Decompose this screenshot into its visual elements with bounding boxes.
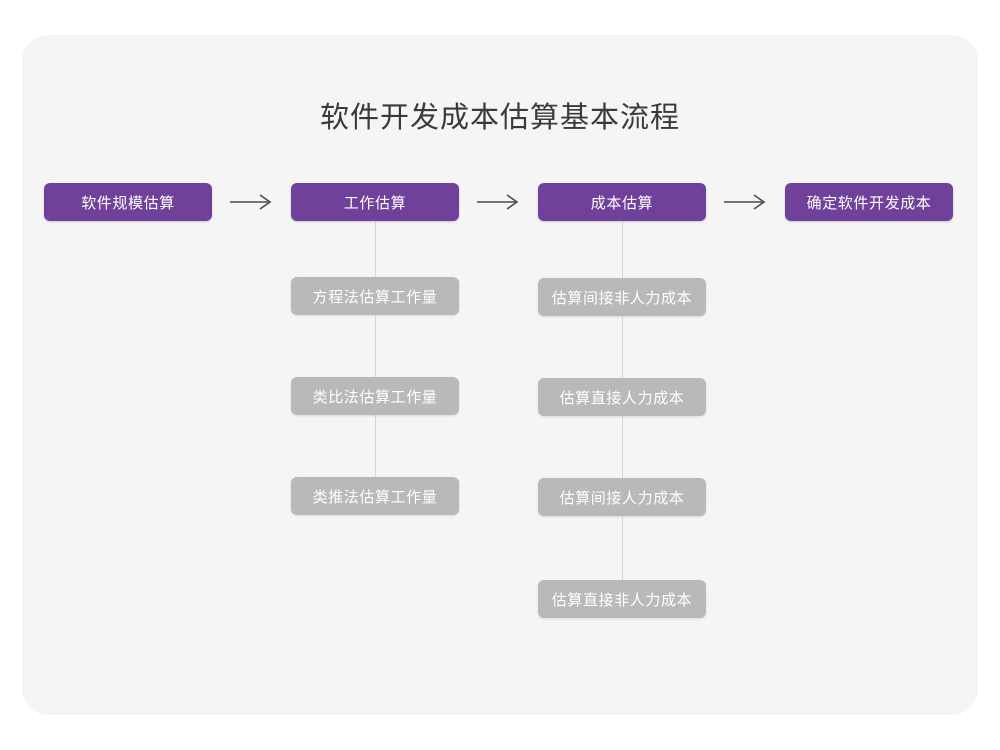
diagram-title: 软件开发成本估算基本流程 [319,102,680,134]
branch-node-direct-non-labor-cost[interactable]: 估算直接非人力成本 [538,580,706,618]
arrow-right-icon [228,192,276,212]
arrow-right-icon [475,192,523,212]
branch-node-label: 类比法估算工作量 [312,388,438,406]
flow-node-work-estimation[interactable]: 工作估算 [291,183,459,221]
flow-node-software-scale-estimation[interactable]: 软件规模估算 [44,183,212,221]
flow-node-cost-estimation[interactable]: 成本估算 [538,183,706,221]
branch-node-analogy-method-workload[interactable]: 类比法估算工作量 [291,377,459,415]
flow-node-label: 工作估算 [343,194,407,212]
flow-node-label: 成本估算 [590,194,654,212]
branch-node-indirect-non-labor-cost[interactable]: 估算间接非人力成本 [538,278,706,316]
branch-node-label: 估算直接人力成本 [559,389,685,407]
branch-node-label: 估算间接人力成本 [559,489,685,507]
diagram-card [22,35,978,715]
branch-node-label: 类推法估算工作量 [312,488,438,506]
branch-node-inference-method-workload[interactable]: 类推法估算工作量 [291,477,459,515]
branch-node-indirect-labor-cost[interactable]: 估算间接人力成本 [538,478,706,516]
connector-line-work-branch [375,221,376,497]
branch-node-direct-labor-cost[interactable]: 估算直接人力成本 [538,378,706,416]
flow-node-determine-development-cost[interactable]: 确定软件开发成本 [785,183,953,221]
flow-node-label: 软件规模估算 [81,194,175,212]
branch-node-label: 方程法估算工作量 [312,288,438,306]
branch-node-label: 估算直接非人力成本 [551,591,693,609]
branch-node-equation-method-workload[interactable]: 方程法估算工作量 [291,277,459,315]
branch-node-label: 估算间接非人力成本 [551,289,693,307]
arrow-right-icon [722,192,770,212]
flow-node-label: 确定软件开发成本 [806,194,932,212]
